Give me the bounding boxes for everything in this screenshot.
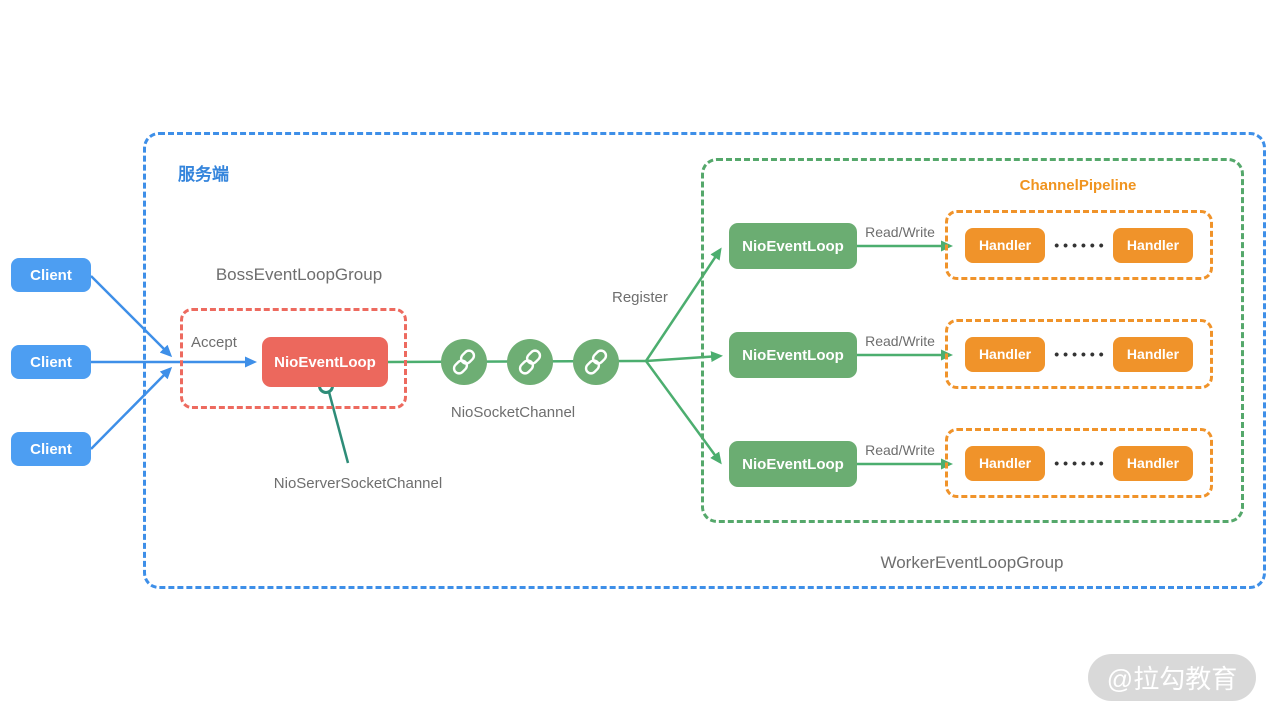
worker-group-box [701, 158, 1244, 523]
boss-nioeventloop-node: NioEventLoop [262, 337, 388, 387]
socket-channel-label: NioSocketChannel [450, 404, 576, 421]
boss-group-title: BossEventLoopGroup [215, 265, 383, 284]
worker-nioeventloop-node: NioEventLoop [729, 441, 857, 487]
accept-label: Accept [191, 334, 237, 351]
handler-node: Handler [1112, 445, 1193, 481]
handler-ellipsis: •••••• [1054, 346, 1108, 362]
handler-node: Handler [1112, 336, 1193, 372]
watermark-badge: @拉勾教育 [1088, 654, 1256, 701]
server-group-title: 服务端 [178, 165, 229, 184]
handler-node: Handler [1112, 227, 1193, 263]
handler-node: Handler [965, 227, 1045, 263]
server-group-box [143, 132, 1266, 589]
worker-nioeventloop-node: NioEventLoop [729, 332, 857, 378]
channel-pipeline-title: ChannelPipeline [1019, 177, 1137, 194]
register-label: Register [612, 289, 668, 306]
handler-ellipsis: •••••• [1054, 455, 1108, 471]
worker-nioeventloop-node: NioEventLoop [729, 223, 857, 269]
boss-group-box [180, 308, 407, 409]
client-node: Client [11, 258, 91, 292]
handler-node: Handler [965, 336, 1045, 372]
readwrite-label: Read/Write [865, 333, 935, 349]
channel-pipeline-box: Handler •••••• Handler [945, 319, 1213, 389]
handler-ellipsis: •••••• [1054, 237, 1108, 253]
worker-group-title: WorkerEventLoopGroup [880, 553, 1064, 572]
readwrite-label: Read/Write [865, 442, 935, 458]
channel-pipeline-box: Handler •••••• Handler [945, 428, 1213, 498]
readwrite-label: Read/Write [865, 224, 935, 240]
channel-pipeline-box: Handler •••••• Handler [945, 210, 1213, 280]
client-node: Client [11, 432, 91, 466]
client-node: Client [11, 345, 91, 379]
server-socket-channel-label: NioServerSocketChannel [273, 475, 443, 492]
handler-node: Handler [965, 445, 1045, 481]
